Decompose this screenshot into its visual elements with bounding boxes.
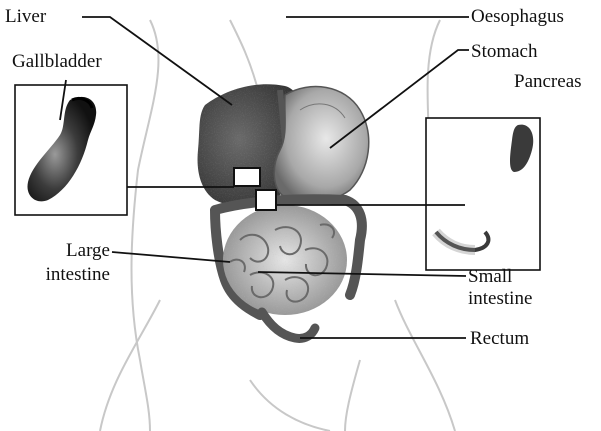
label-large-intestine: Large intestine (30, 241, 110, 284)
label-pancreas: Pancreas (514, 72, 582, 91)
large-intestine-leader (112, 252, 230, 262)
pancreas-locator-box (256, 190, 276, 210)
rectum-shape (262, 312, 315, 338)
gallbladder-locator-box (234, 168, 260, 186)
label-stomach: Stomach (471, 42, 538, 61)
label-large-intestine-line1: Large (30, 241, 110, 260)
label-small-intestine-line2: intestine (468, 289, 532, 308)
label-large-intestine-line2: intestine (30, 265, 110, 284)
label-gallbladder: Gallbladder (12, 52, 102, 71)
label-liver: Liver (5, 7, 46, 26)
label-small-intestine: Small intestine (468, 267, 532, 308)
label-oesophagus: Oesophagus (471, 7, 564, 26)
label-rectum: Rectum (470, 329, 529, 348)
small-intestine-shape (223, 205, 347, 315)
label-small-intestine-line1: Small (468, 267, 532, 286)
